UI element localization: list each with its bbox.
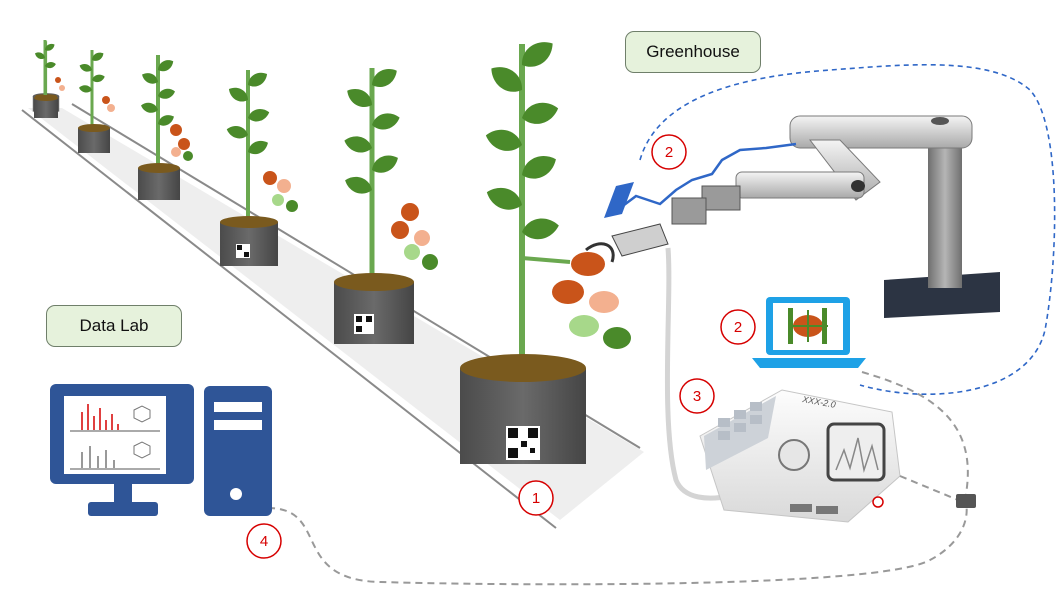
svg-text:1: 1 (532, 490, 540, 507)
plant-2 (78, 50, 115, 153)
data-lab-label: Data Lab (46, 305, 182, 347)
laptop-icon (752, 297, 866, 368)
usb-connector-icon (956, 494, 976, 508)
plant-3 (138, 55, 193, 200)
plant-4 (220, 68, 298, 266)
spectrometer-device: XXX-2.0 (699, 389, 901, 523)
qr-code-icon (236, 244, 540, 460)
desktop-computer-icon (50, 384, 272, 516)
fiber-cable (664, 247, 731, 501)
greenhouse-boundary (639, 64, 1056, 395)
plant-1-small (33, 40, 65, 118)
svg-text:2: 2 (734, 319, 742, 336)
data-cable (267, 493, 968, 586)
step-marker-3: 3 (679, 378, 715, 414)
svg-text:4: 4 (260, 533, 268, 550)
plant-5 (334, 63, 438, 344)
svg-text:3: 3 (693, 388, 701, 405)
robot-motion-path (611, 142, 797, 215)
step-marker-2-robot: 2 (651, 134, 687, 170)
robot-arm (585, 115, 1000, 318)
step-marker-4: 4 (246, 523, 282, 559)
step-marker-1: 1 (518, 480, 554, 516)
greenhouse-label: Greenhouse (625, 31, 761, 73)
plant-6 (460, 35, 631, 464)
svg-text:2: 2 (665, 144, 673, 161)
step-marker-2-laptop: 2 (720, 309, 756, 345)
